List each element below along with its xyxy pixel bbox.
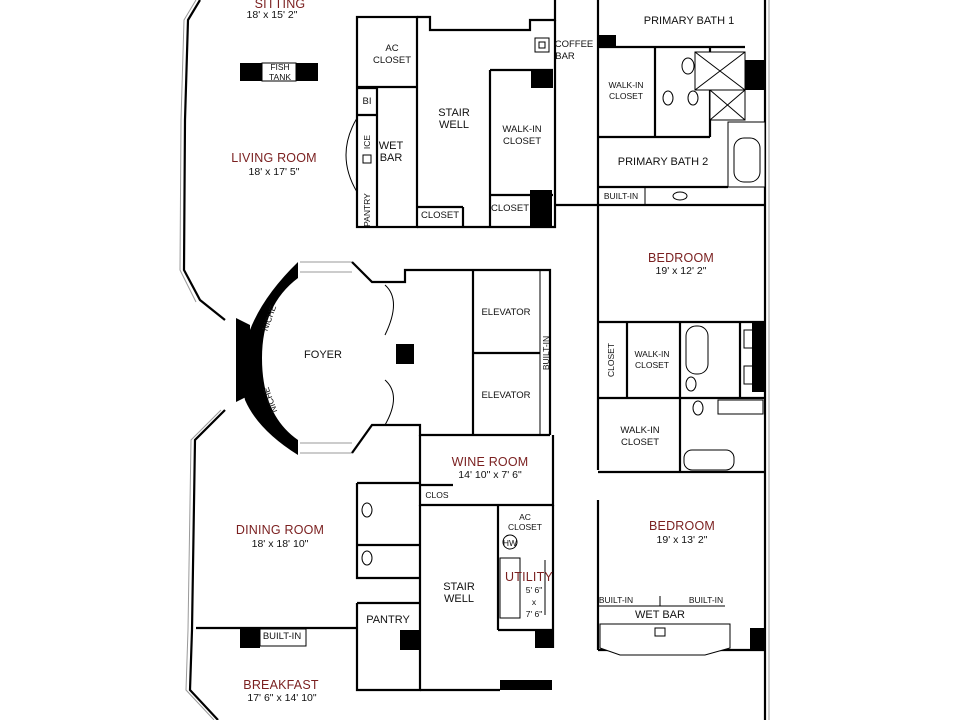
living-room-label: LIVING ROOM bbox=[231, 151, 317, 165]
fish-tank-label-1: FISH bbox=[270, 62, 290, 72]
bedroom-1-label: BEDROOM bbox=[648, 251, 714, 265]
walkin-mid-label-2: CLOSET bbox=[634, 360, 670, 370]
stair-well-top-label-2: WELL bbox=[439, 119, 469, 131]
built-in-left-label: BUILT-IN bbox=[598, 595, 634, 605]
built-in-bath-label: BUILT-IN bbox=[603, 191, 639, 201]
built-in-dining-label: BUILT-IN bbox=[262, 631, 302, 642]
ac-closet-top-label-2: CLOSET bbox=[372, 55, 412, 66]
coffee-bar-label-1: COFFEE bbox=[554, 39, 594, 50]
wine-room-dim: 14' 10" x 7' 6" bbox=[458, 469, 522, 481]
breakfast-dim: 17' 6" x 14' 10" bbox=[247, 692, 317, 704]
primary-bath-1-label: PRIMARY BATH 1 bbox=[643, 15, 735, 27]
closet-top-label-a: CLOSET bbox=[420, 210, 460, 221]
sitting-room-label: SITTING bbox=[254, 0, 306, 11]
closet-top-label-b: CLOSET bbox=[490, 203, 530, 214]
primary-bath-2-label: PRIMARY BATH 2 bbox=[617, 156, 709, 168]
living-room-dim: 18' x 17' 5" bbox=[248, 166, 300, 178]
wet-bar-label-1: WET bbox=[378, 140, 404, 152]
bedroom-2-dim: 19' x 13' 2" bbox=[656, 534, 708, 546]
bedroom-1-dim: 19' x 12' 2" bbox=[655, 265, 707, 277]
breakfast-label: BREAKFAST bbox=[243, 678, 319, 692]
dining-room-label: DINING ROOM bbox=[235, 523, 325, 537]
left-side bbox=[196, 62, 357, 648]
utility-dim-x: x bbox=[531, 597, 537, 607]
hw-label: HW bbox=[502, 538, 518, 548]
walkin-top-label-1: WALK-IN bbox=[502, 124, 542, 135]
elevator-1-label: ELEVATOR bbox=[481, 307, 531, 318]
built-in-vertical-label: BUILT-IN bbox=[541, 335, 551, 371]
ac-closet-low-label-2: CLOSET bbox=[507, 522, 543, 532]
wine-room-label: WINE ROOM bbox=[451, 455, 529, 469]
stair-well-low-label-1: STAIR bbox=[443, 581, 475, 593]
walkin-top-label-2: CLOSET bbox=[502, 136, 542, 147]
walkin-low-label-1: WALK-IN bbox=[620, 425, 660, 436]
coffee-bar-label-2: BAR bbox=[555, 51, 575, 62]
pantry-vertical-label: PANTRY bbox=[362, 193, 372, 227]
bedroom-wing bbox=[596, 205, 765, 656]
pantry-low-label: PANTRY bbox=[366, 614, 410, 626]
upper-core bbox=[345, 0, 598, 229]
stair-well-top-label-1: STAIR bbox=[438, 107, 470, 119]
bedroom-2-label: BEDROOM bbox=[649, 519, 715, 533]
wet-bar-bedroom-label: WET BAR bbox=[635, 609, 685, 621]
built-in-right-label: BUILT-IN bbox=[688, 595, 724, 605]
utility-dim-2: 7' 6" bbox=[525, 609, 543, 619]
walkin-bath-label-2: CLOSET bbox=[608, 91, 644, 101]
walkin-mid-label-1: WALK-IN bbox=[634, 349, 670, 359]
foyer-walls bbox=[236, 261, 552, 455]
fish-tank-label-2: TANK bbox=[268, 72, 292, 82]
lower-core bbox=[355, 435, 555, 692]
dining-room-dim: 18' x 18' 10" bbox=[251, 538, 309, 550]
walkin-bath-label-1: WALK-IN bbox=[608, 80, 644, 90]
utility-label: UTILITY bbox=[505, 570, 553, 584]
bi-label: BI bbox=[362, 96, 372, 107]
walkin-low-label-2: CLOSET bbox=[620, 437, 660, 448]
clos-label: CLOS bbox=[425, 490, 449, 500]
ac-closet-top-label-1: AC bbox=[385, 43, 399, 54]
utility-dim-1: 5' 6" bbox=[525, 585, 543, 595]
elevator-2-label: ELEVATOR bbox=[481, 390, 531, 401]
stair-well-low-label-2: WELL bbox=[444, 593, 474, 605]
closet-vertical-label: CLOSET bbox=[606, 342, 616, 378]
primary-baths bbox=[596, 0, 766, 207]
ice-label: ICE bbox=[362, 134, 372, 150]
foyer-label: FOYER bbox=[304, 349, 342, 361]
ac-closet-low-label-1: AC bbox=[519, 512, 531, 522]
wet-bar-label-2: BAR bbox=[379, 152, 403, 164]
sitting-room-dim: 18' x 15' 2" bbox=[246, 9, 298, 21]
